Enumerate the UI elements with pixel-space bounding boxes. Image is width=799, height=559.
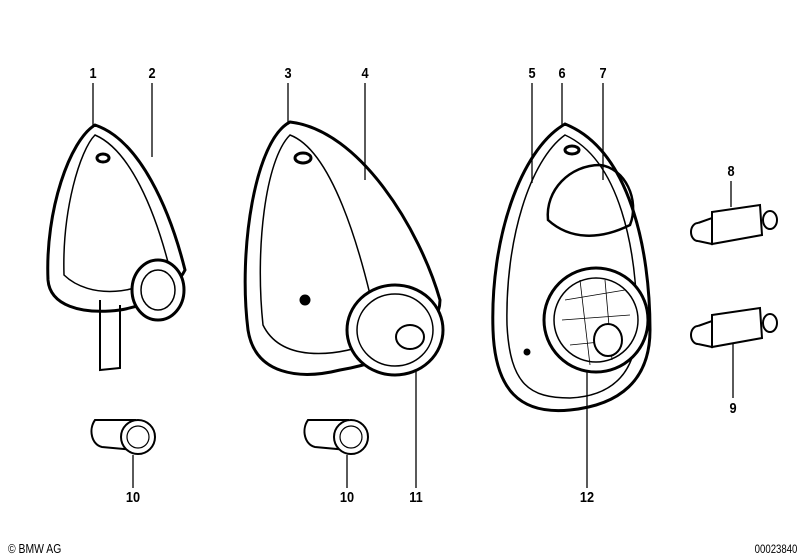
callout-8: 8 [727, 163, 735, 180]
bulb-10a [90, 419, 156, 455]
copyright-text: © BMW AG [8, 541, 62, 556]
callout-10a: 10 [125, 489, 141, 506]
callout-5: 5 [528, 65, 536, 82]
fuse-8 [690, 203, 778, 246]
callout-11: 11 [409, 489, 423, 506]
lamp-housing-small [46, 123, 187, 372]
callout-2: 2 [148, 65, 156, 82]
callout-10b: 10 [339, 489, 355, 506]
callout-1: 1 [89, 65, 97, 82]
fuse-9 [690, 306, 778, 349]
document-id: 00023840 [754, 542, 797, 556]
callout-12: 12 [579, 489, 595, 506]
lamp-housing-medium [243, 120, 445, 377]
bulb-10b [303, 419, 369, 455]
callout-9: 9 [729, 400, 737, 417]
callout-4: 4 [361, 65, 369, 82]
lamp-housing-large [491, 122, 652, 413]
callout-6: 6 [558, 65, 566, 82]
callout-3: 3 [284, 65, 292, 82]
callout-7: 7 [599, 65, 607, 82]
